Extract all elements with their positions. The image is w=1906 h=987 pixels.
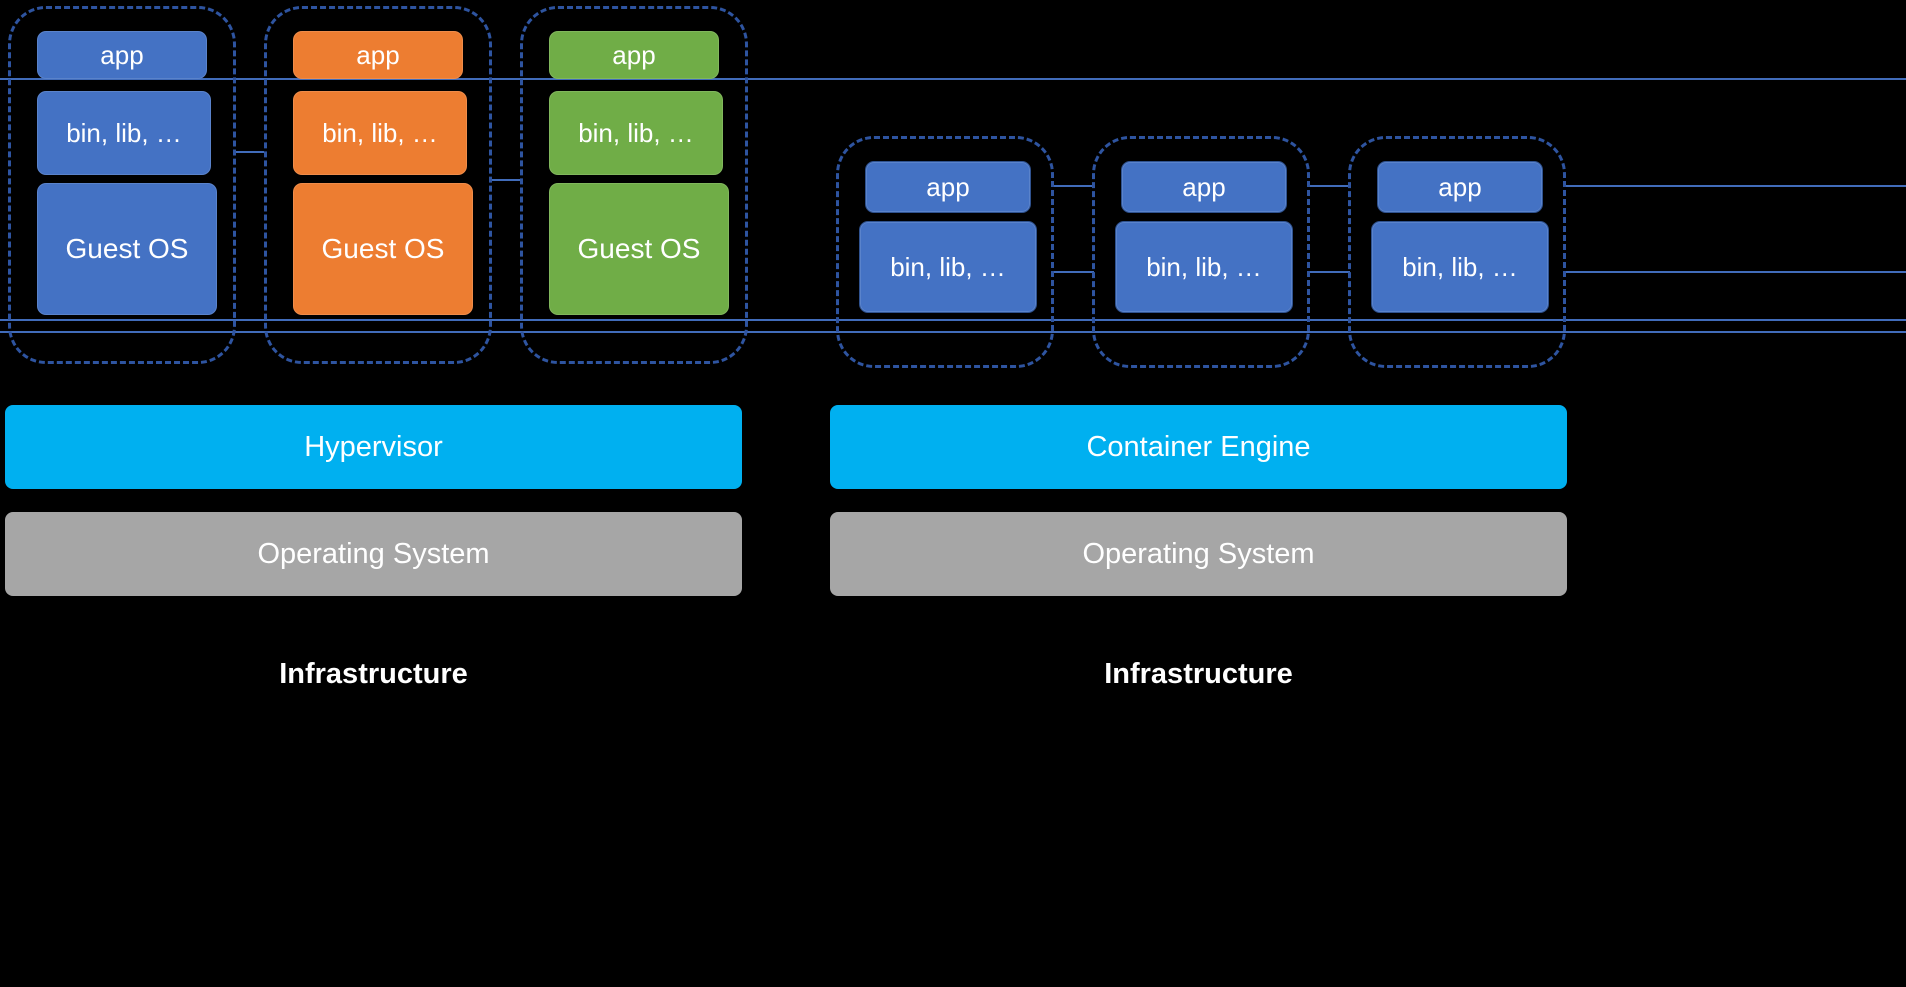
container-1-app-label: app xyxy=(926,171,970,202)
artifact-line xyxy=(1310,185,1350,187)
container-3-boundary: app bin, lib, … xyxy=(1348,136,1566,368)
right-infrastructure-label: Infrastructure xyxy=(830,652,1567,696)
vm-1-bin-lib-label: bin, lib, … xyxy=(66,117,182,148)
container-3-app-label: app xyxy=(1438,171,1482,202)
vm-3-bin-lib-label: bin, lib, … xyxy=(578,117,694,148)
container-3-bin-lib-label: bin, lib, … xyxy=(1402,251,1518,282)
container-1-bin-lib-box: bin, lib, … xyxy=(859,221,1037,313)
vm-2-boundary: app bin, lib, … Guest OS xyxy=(264,6,492,364)
container-2-app-box: app xyxy=(1121,161,1287,213)
vm-2-bin-lib-box: bin, lib, … xyxy=(293,91,467,175)
container-1-bin-lib-label: bin, lib, … xyxy=(890,251,1006,282)
vm-3-app-box: app xyxy=(549,31,719,79)
vm-3-guest-os-label: Guest OS xyxy=(577,233,701,264)
artifact-line xyxy=(0,78,1906,80)
container-1-boundary: app bin, lib, … xyxy=(836,136,1054,368)
container-2-bin-lib-box: bin, lib, … xyxy=(1115,221,1293,313)
left-infrastructure-text: Infrastructure xyxy=(279,657,468,690)
container-engine-label: Container Engine xyxy=(1086,430,1311,463)
hypervisor-bar: Hypervisor xyxy=(5,405,742,489)
left-operating-system-bar: Operating System xyxy=(5,512,742,596)
left-infrastructure-label: Infrastructure xyxy=(5,652,742,696)
artifact-line xyxy=(0,319,1906,321)
container-2-app-label: app xyxy=(1182,171,1226,202)
right-operating-system-bar: Operating System xyxy=(830,512,1567,596)
vm-1-app-box: app xyxy=(37,31,207,79)
vm-3-guest-os-box: Guest OS xyxy=(549,183,729,315)
vm-2-app-label: app xyxy=(356,39,400,70)
vm-3-boundary: app bin, lib, … Guest OS xyxy=(520,6,748,364)
vm-1-guest-os-box: Guest OS xyxy=(37,183,217,315)
vm-2-bin-lib-label: bin, lib, … xyxy=(322,117,438,148)
container-3-bin-lib-box: bin, lib, … xyxy=(1371,221,1549,313)
right-operating-system-label: Operating System xyxy=(1082,537,1315,570)
hypervisor-label: Hypervisor xyxy=(304,430,443,463)
vm-2-guest-os-box: Guest OS xyxy=(293,183,473,315)
vm-1-boundary: app bin, lib, … Guest OS xyxy=(8,6,236,364)
vm-1-guest-os-label: Guest OS xyxy=(65,233,189,264)
artifact-line xyxy=(1566,185,1906,187)
artifact-line xyxy=(1054,185,1094,187)
container-3-app-box: app xyxy=(1377,161,1543,213)
left-operating-system-label: Operating System xyxy=(257,537,490,570)
artifact-line xyxy=(1566,271,1906,273)
vm-2-app-box: app xyxy=(293,31,463,79)
vm-1-app-label: app xyxy=(100,39,144,70)
vm-1-bin-lib-box: bin, lib, … xyxy=(37,91,211,175)
vm-2-guest-os-label: Guest OS xyxy=(321,233,445,264)
artifact-line xyxy=(0,331,1906,333)
vm-3-app-label: app xyxy=(612,39,656,70)
right-infrastructure-text: Infrastructure xyxy=(1104,657,1293,690)
artifact-line xyxy=(1310,271,1350,273)
vm-3-bin-lib-box: bin, lib, … xyxy=(549,91,723,175)
container-2-boundary: app bin, lib, … xyxy=(1092,136,1310,368)
container-engine-bar: Container Engine xyxy=(830,405,1567,489)
artifact-line xyxy=(1054,271,1094,273)
container-1-app-box: app xyxy=(865,161,1031,213)
artifact-line xyxy=(236,151,264,153)
artifact-line xyxy=(492,179,520,181)
container-2-bin-lib-label: bin, lib, … xyxy=(1146,251,1262,282)
